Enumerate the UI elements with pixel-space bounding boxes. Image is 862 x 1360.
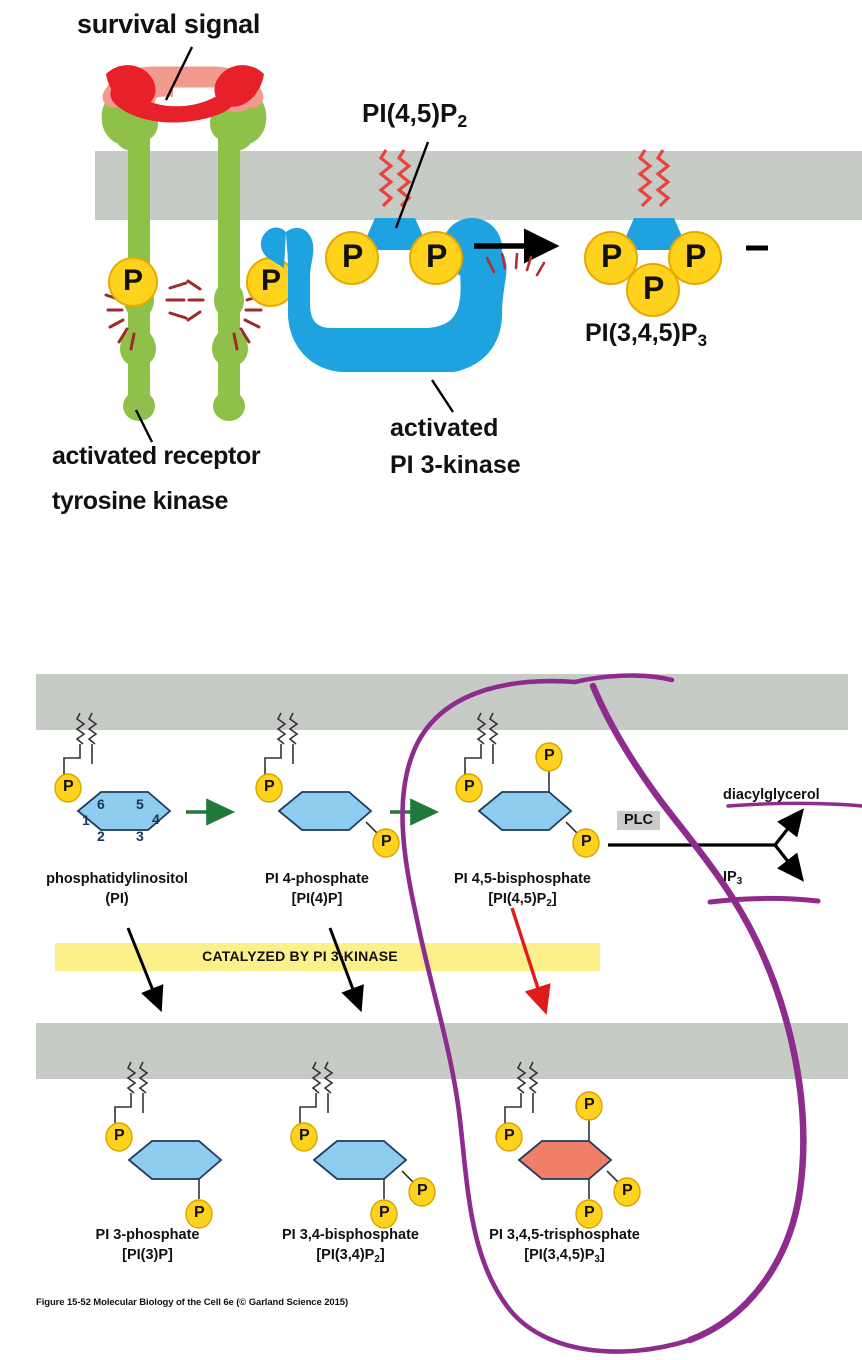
survival-signal-ligand xyxy=(102,65,264,123)
hexagon-position-3: 3 xyxy=(136,828,144,844)
plc-label: PLC xyxy=(617,811,660,831)
molecule-label-pi4p-formula: [PI(4)P] xyxy=(291,891,343,907)
molecule-label-pi3p-name: PI 3-phosphate xyxy=(95,1227,200,1243)
lower-diagram-membrane-bottom xyxy=(36,1023,848,1079)
leader-line-pi3-kinase xyxy=(430,379,455,413)
formula-text: [PI(3,4,5)P xyxy=(524,1247,595,1263)
phosphate-glyph: P xyxy=(622,1182,633,1199)
phosphate-glyph: P xyxy=(264,778,275,795)
leader-line-pip2 xyxy=(394,141,430,229)
label-activated-receptor: activated receptor xyxy=(52,442,261,470)
label-survival-signal: survival signal xyxy=(77,9,261,39)
lower-diagram-membrane-top xyxy=(36,674,848,730)
phosphate-glyph: P xyxy=(504,1127,515,1144)
phosphate-glyph: P xyxy=(584,1096,595,1113)
figure-caption: Figure 15-52 Molecular Biology of the Ce… xyxy=(36,1297,349,1308)
activation-burst-left xyxy=(104,293,136,351)
molecule-label-pi45p2-formula: [PI(4,5)P2] xyxy=(420,891,625,909)
formula-text: [PI(4,5)P xyxy=(488,891,547,907)
phosphate-glyph: P xyxy=(581,833,592,850)
label-tyrosine-kinase: tyrosine kinase xyxy=(52,487,229,515)
molecule-label-pi34p2-formula: [PI(3,4)P2] xyxy=(248,1247,453,1265)
phosphate-glyph: P xyxy=(342,238,364,274)
black-arrow-1 xyxy=(126,927,164,1013)
formula-tail: ] xyxy=(599,1247,605,1263)
label-pip3: PI(3,4,5)P3 xyxy=(585,320,707,350)
molecule-pi345p3 xyxy=(495,1061,641,1229)
activation-burst-right xyxy=(232,293,264,351)
label-pip2-text: PI(4,5)P xyxy=(362,98,458,128)
catalysis-banner-label: CATALYZED BY PI 3-KINASE xyxy=(202,948,398,964)
hexagon-position-6: 6 xyxy=(97,796,105,812)
activation-burst-center xyxy=(165,279,205,322)
molecule-pi45p2 xyxy=(455,712,600,858)
label-pip3-text: PI(3,4,5)P xyxy=(585,319,698,347)
phosphate-glyph: P xyxy=(114,1127,125,1144)
phosphate-glyph: P xyxy=(464,778,475,795)
hexagon-position-2: 2 xyxy=(97,828,105,844)
formula-subscript: 3 xyxy=(594,1253,600,1265)
phosphate-glyph: P xyxy=(426,238,448,274)
phosphate-glyph: P xyxy=(123,264,144,297)
hexagon-position-4: 4 xyxy=(152,811,160,827)
molecule-label-pi345p3-name: PI 3,4,5-trisphosphate xyxy=(489,1227,640,1243)
phosphate-glyph: P xyxy=(584,1204,595,1221)
molecule-pi4p xyxy=(255,712,400,858)
label-pi3-kinase: PI 3-kinase xyxy=(390,451,521,479)
activated-pi3-kinase-shape xyxy=(260,218,507,372)
phosphate-glyph: P xyxy=(379,1204,390,1221)
phosphate-glyph: P xyxy=(194,1204,205,1221)
formula-subscript: 2 xyxy=(546,897,552,909)
phosphate-glyph: P xyxy=(63,778,74,795)
leader-line-survival-signal xyxy=(164,46,194,101)
formula-subscript: 2 xyxy=(374,1253,380,1265)
label-pip2: PI(4,5)P2 xyxy=(362,98,468,131)
molecule-label-pi4p-name: PI 4-phosphate xyxy=(265,871,369,887)
label-pip2-subscript: 2 xyxy=(457,110,468,131)
label-pip3-subscript: 3 xyxy=(697,330,708,350)
molecule-label-pi-formula: (PI) xyxy=(105,891,129,907)
phosphate-glyph: P xyxy=(544,747,555,764)
phosphate-glyph: P xyxy=(261,264,282,297)
molecule-label-pi34p2-name: PI 3,4-bisphosphate xyxy=(282,1227,419,1243)
formula-tail: ] xyxy=(379,1247,385,1263)
phosphate-glyph: P xyxy=(299,1127,310,1144)
molecule-label-pi345p3-formula: [PI(3,4,5)P3] xyxy=(452,1247,677,1265)
hexagon-position-1: 1 xyxy=(82,812,90,828)
phosphate-glyph: P xyxy=(417,1182,428,1199)
formula-tail: ] xyxy=(551,891,557,907)
formula-text: [PI(3,4)P xyxy=(316,1247,375,1263)
black-arrow-2 xyxy=(328,927,364,1013)
top-panel-membrane xyxy=(95,151,862,220)
molecule-pi34p2 xyxy=(290,1061,436,1229)
leader-line-receptor xyxy=(134,409,154,443)
receptor-tyrosine-kinase xyxy=(101,87,267,421)
ip3-text: IP xyxy=(723,869,737,885)
molecule-label-pi3p-formula: [PI(3)P] xyxy=(122,1247,173,1263)
molecule-label-pi-name: phosphatidylinositol xyxy=(46,871,188,887)
ip3-label: IP3 xyxy=(723,869,743,887)
hexagon-position-5: 5 xyxy=(136,796,144,812)
phosphate-glyph: P xyxy=(685,238,707,274)
phosphate-glyph: P xyxy=(381,833,392,850)
ip3-subscript: 3 xyxy=(736,875,743,887)
phosphate-glyph: P xyxy=(643,270,665,306)
phosphate-glyph: P xyxy=(601,238,623,274)
label-activated: activated xyxy=(390,414,499,442)
catalysis-burst xyxy=(485,252,546,277)
diacylglycerol-label: diacylglycerol xyxy=(723,787,820,803)
molecule-label-pi45p2-name: PI 4,5-bisphosphate xyxy=(454,871,591,887)
